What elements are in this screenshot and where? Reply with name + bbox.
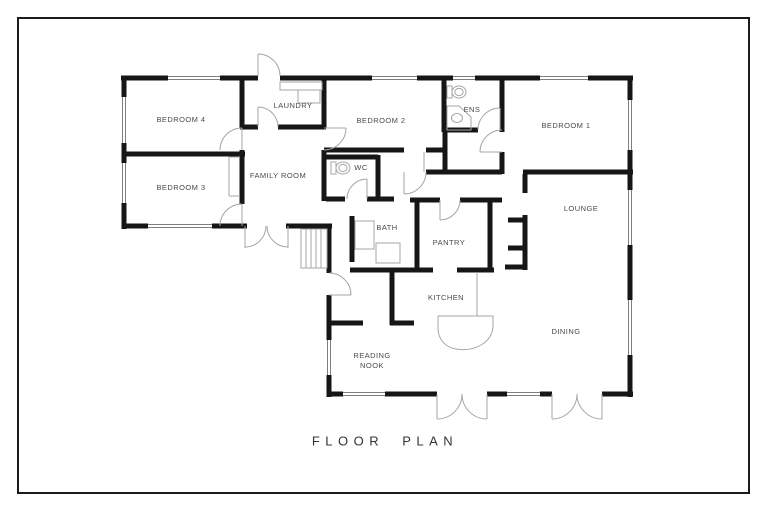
page-border-frame [17, 17, 750, 494]
room-label-family-room: FAMILY ROOM [249, 170, 307, 180]
bath-vanity [375, 242, 401, 264]
laundry-bench [279, 81, 323, 91]
room-label-bedroom-2: BEDROOM 2 [356, 115, 406, 125]
room-label-ens: ENS [463, 104, 481, 114]
bath-shower [354, 220, 375, 250]
fixtures [228, 81, 494, 351]
walls [121, 75, 633, 397]
room-label-bedroom-3: BEDROOM 3 [156, 182, 206, 192]
entry-stairs [300, 228, 328, 269]
plan-title: FLOOR PLAN [311, 433, 459, 449]
doors [219, 53, 603, 420]
room-label-laundry: LAUNDRY [273, 100, 313, 110]
room-label-lounge: LOUNGE [563, 203, 599, 213]
room-label-pantry: PANTRY [432, 237, 466, 247]
room-label-kitchen: KITCHEN [427, 292, 465, 302]
room-label-bedroom-1: BEDROOM 1 [541, 120, 591, 130]
ens-toilet-icon [446, 85, 467, 99]
room-label-wc: WC [354, 162, 368, 172]
room-label-dining: DINING [551, 326, 581, 336]
room-label-reading-nook: READING NOOK [353, 350, 391, 370]
wc-toilet-icon [330, 161, 351, 175]
windows [122, 76, 632, 396]
kitchen-counter [437, 272, 494, 351]
laundry-appliance [297, 89, 321, 104]
room-label-bedroom-4: BEDROOM 4 [156, 114, 206, 124]
bedroom3-robe [228, 156, 240, 197]
ens-vanity [446, 105, 472, 131]
room-label-bath: BATH [376, 222, 398, 232]
